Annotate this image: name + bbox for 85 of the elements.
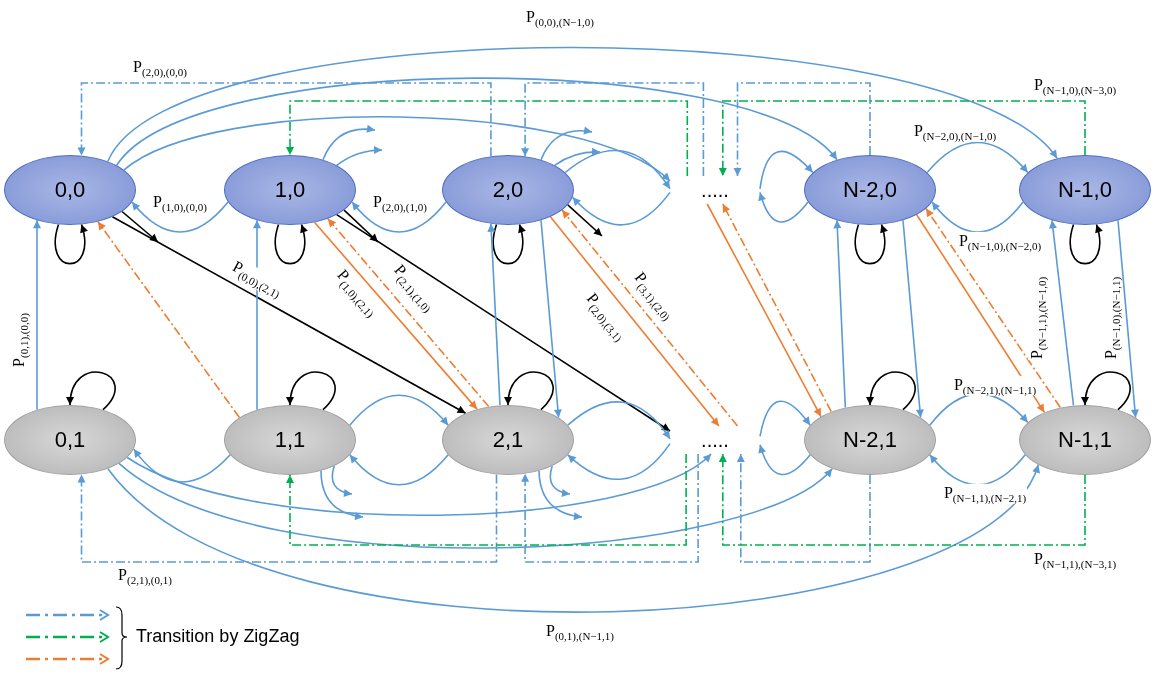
arrow xyxy=(925,207,1062,409)
state-ellipse: N-1,1 xyxy=(1019,405,1151,475)
state-ellipse: N-1,0 xyxy=(1019,155,1151,225)
arrow xyxy=(97,220,241,419)
arrow xyxy=(538,470,583,520)
arrow xyxy=(733,82,871,177)
arrow xyxy=(553,147,601,167)
self-loop-arrow xyxy=(854,223,888,265)
arrow xyxy=(487,223,501,407)
self-loop-arrow xyxy=(66,371,116,411)
arrow xyxy=(706,203,822,418)
arrow xyxy=(77,82,492,157)
state-ellipse: N-2,1 xyxy=(804,405,936,475)
arrow xyxy=(722,203,832,413)
arrow xyxy=(313,221,478,410)
arrow xyxy=(331,465,353,497)
self-loop-arrow xyxy=(274,223,308,265)
arrow xyxy=(33,219,41,411)
arrow xyxy=(123,116,671,182)
arrow xyxy=(118,462,833,549)
self-loop-arrow xyxy=(504,371,554,411)
arrow xyxy=(115,77,838,167)
arrow xyxy=(549,465,571,497)
state-ellipse: N-2,0 xyxy=(804,155,936,225)
arrow xyxy=(77,473,498,563)
ellipsis-text: ..... xyxy=(670,176,760,204)
arrow xyxy=(320,470,364,520)
arrow xyxy=(571,191,671,226)
state-ellipse: 0,0 xyxy=(4,155,136,225)
arrow xyxy=(351,201,447,233)
arrow xyxy=(107,463,1040,613)
arrow xyxy=(540,219,562,419)
arrow xyxy=(758,191,809,223)
arrow xyxy=(1048,219,1075,407)
self-loop-arrow xyxy=(492,223,526,265)
arrow xyxy=(567,442,671,480)
arrow xyxy=(540,126,593,161)
arrow xyxy=(759,400,811,438)
edge-label: P$_{(N−1,0),(N−2,0)}$ xyxy=(957,231,1043,253)
arrow xyxy=(902,219,924,419)
arrow xyxy=(131,201,229,233)
arrow xyxy=(567,204,603,237)
arrow xyxy=(349,454,449,486)
ellipsis-text: ..... xyxy=(670,426,760,454)
state-ellipse: 2,0 xyxy=(442,155,574,225)
arrow xyxy=(1117,219,1139,419)
arrow xyxy=(758,444,811,476)
arrow xyxy=(107,46,1058,163)
arrow xyxy=(111,216,467,414)
arrow xyxy=(759,150,814,190)
arrow xyxy=(915,213,1046,414)
arrow xyxy=(926,141,1029,174)
self-loop-arrow xyxy=(1081,371,1131,411)
arrow xyxy=(564,149,671,190)
arrow xyxy=(126,453,712,516)
arrow xyxy=(133,448,231,483)
arrow xyxy=(718,100,1086,177)
edge-label: P$_{(N−1,1),(N−2,1)}$ xyxy=(942,483,1028,505)
arrow xyxy=(521,82,705,177)
arrow xyxy=(322,125,376,161)
arrow xyxy=(833,219,847,409)
arrow xyxy=(736,453,871,563)
self-loop-arrow xyxy=(1069,223,1103,265)
state-ellipse: 0,1 xyxy=(4,405,136,475)
arrow xyxy=(286,453,687,546)
arrow xyxy=(335,146,383,167)
arrow xyxy=(549,216,720,427)
self-loop-arrow xyxy=(866,371,916,411)
arrow xyxy=(343,209,379,243)
state-ellipse: 1,0 xyxy=(224,155,356,225)
legend-text: Transition by ZigZag xyxy=(136,626,300,647)
arrow xyxy=(567,401,671,440)
state-ellipse: 2,1 xyxy=(442,405,574,475)
arrow xyxy=(931,201,1024,233)
state-ellipse: 1,1 xyxy=(224,405,356,475)
arrow xyxy=(121,210,159,243)
arrow xyxy=(335,213,671,432)
arrow xyxy=(521,453,699,563)
arrow xyxy=(561,209,739,427)
arrow xyxy=(286,100,689,177)
arrow xyxy=(349,394,449,426)
arrow xyxy=(718,453,1086,546)
self-loop-arrow xyxy=(54,223,88,265)
self-loop-arrow xyxy=(286,371,336,411)
edge-label: P$_{(N−2,1),(N−1,1)}$ xyxy=(952,375,1038,397)
